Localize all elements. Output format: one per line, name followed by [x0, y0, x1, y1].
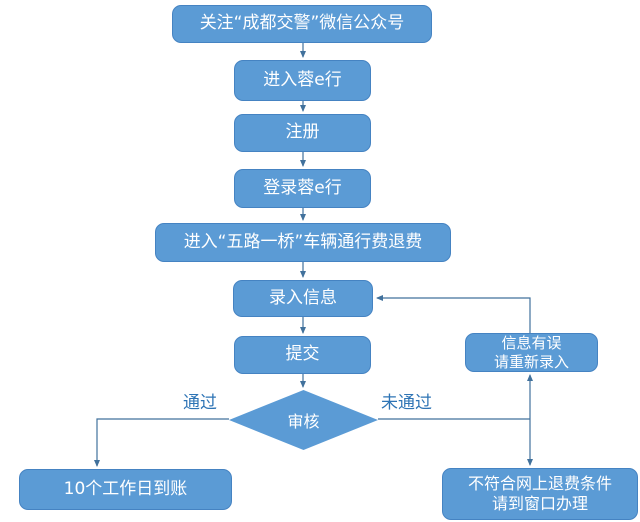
- node-arrival-10-working-days: 10个工作日到账: [19, 469, 232, 510]
- node-window-line2: 请到窗口办理: [491, 494, 588, 513]
- node-window-line1: 不符合网上退费条件: [467, 474, 612, 493]
- node-follow-label: 关注“成都交警”微信公众号: [199, 13, 405, 34]
- node-submit-label: 提交: [285, 344, 320, 365]
- node-review-diamond: 审核: [229, 390, 378, 450]
- node-login-rongexing: 登录蓉e行: [234, 169, 371, 208]
- edge-label-fail: 未通过: [381, 393, 432, 413]
- arrow-review-pass-to-arrival: [94, 418, 229, 467]
- node-input-info-label: 录入信息: [269, 287, 337, 308]
- node-enter-rongexing-label: 进入蓉e行: [263, 69, 342, 90]
- edge-label-pass: 通过: [183, 393, 217, 413]
- node-review-label: 审核: [287, 412, 320, 431]
- arrow-info-error-to-input-info: [376, 295, 531, 333]
- node-register: 注册: [234, 114, 371, 152]
- node-info-error-line1: 信息有误: [501, 333, 562, 352]
- node-window-service: 不符合网上退费条件 请到窗口办理: [442, 468, 638, 520]
- node-register-label: 注册: [285, 122, 320, 143]
- node-info-error-line2: 请重新录入: [493, 352, 569, 371]
- node-arrival-label: 10个工作日到账: [63, 478, 188, 499]
- node-input-info: 录入信息: [233, 280, 373, 317]
- node-enter-toll-refund: 进入“五路一桥”车辆通行费退费: [155, 223, 451, 262]
- node-enter-toll-refund-label: 进入“五路一桥”车辆通行费退费: [183, 231, 423, 252]
- node-info-error-reenter: 信息有误 请重新录入: [465, 333, 598, 372]
- node-submit: 提交: [234, 336, 371, 374]
- node-login-label: 登录蓉e行: [263, 177, 342, 198]
- node-follow-official-account: 关注“成都交警”微信公众号: [172, 5, 432, 43]
- node-enter-rongexing: 进入蓉e行: [234, 60, 371, 101]
